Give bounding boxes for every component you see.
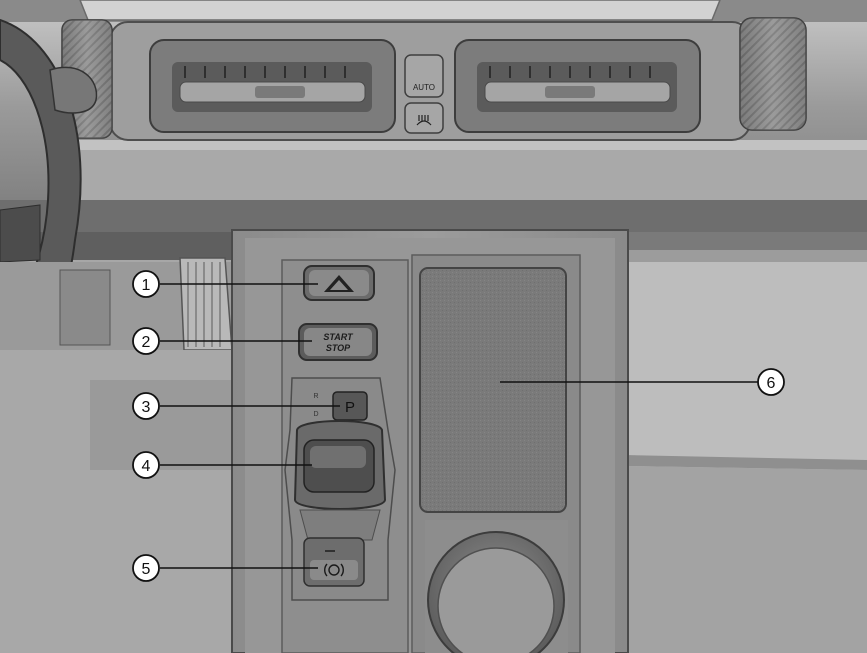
callout-5-number: 5 (142, 561, 151, 578)
callout-6: 6 (757, 368, 785, 396)
reverse-mark: R (313, 393, 318, 400)
hazard-warning-button[interactable] (303, 265, 375, 301)
park-button[interactable]: P (332, 391, 368, 421)
left-vent-slats[interactable] (172, 62, 372, 112)
hazard-triangle-icon (324, 275, 354, 292)
passenger-side-panel (625, 250, 867, 653)
right-vent-slats[interactable] (477, 62, 677, 112)
park-label: P (345, 399, 355, 416)
callout-3-number: 3 (142, 399, 151, 416)
drive-mark: D (313, 411, 318, 418)
stop-label: STOP (326, 343, 351, 353)
gear-selector[interactable] (293, 420, 387, 541)
auto-label: AUTO (413, 83, 435, 92)
callout-4: 4 (132, 451, 160, 479)
start-stop-button[interactable]: START STOP (298, 323, 378, 361)
electric-parking-brake-switch[interactable] (303, 537, 365, 587)
air-vent-housing: AUTO (109, 21, 751, 141)
start-label: START (323, 332, 354, 342)
callout-6-number: 6 (767, 375, 776, 392)
defrost-button[interactable] (404, 102, 444, 134)
leader-lines (160, 283, 758, 569)
auto-button[interactable] (404, 54, 444, 98)
callout-2: 2 (132, 327, 160, 355)
parking-brake-icon (324, 563, 344, 577)
callout-2-number: 2 (142, 334, 151, 351)
right-climate-knob[interactable] (739, 17, 807, 131)
callout-4-number: 4 (142, 458, 151, 475)
callout-1-number: 1 (142, 277, 151, 294)
defrost-icon (416, 115, 432, 126)
callout-1: 1 (132, 270, 160, 298)
callout-3: 3 (132, 392, 160, 420)
callout-5: 5 (132, 554, 160, 582)
footwell (0, 257, 240, 653)
cup-holder[interactable] (425, 520, 568, 653)
wireless-charging-pad[interactable] (419, 267, 567, 513)
